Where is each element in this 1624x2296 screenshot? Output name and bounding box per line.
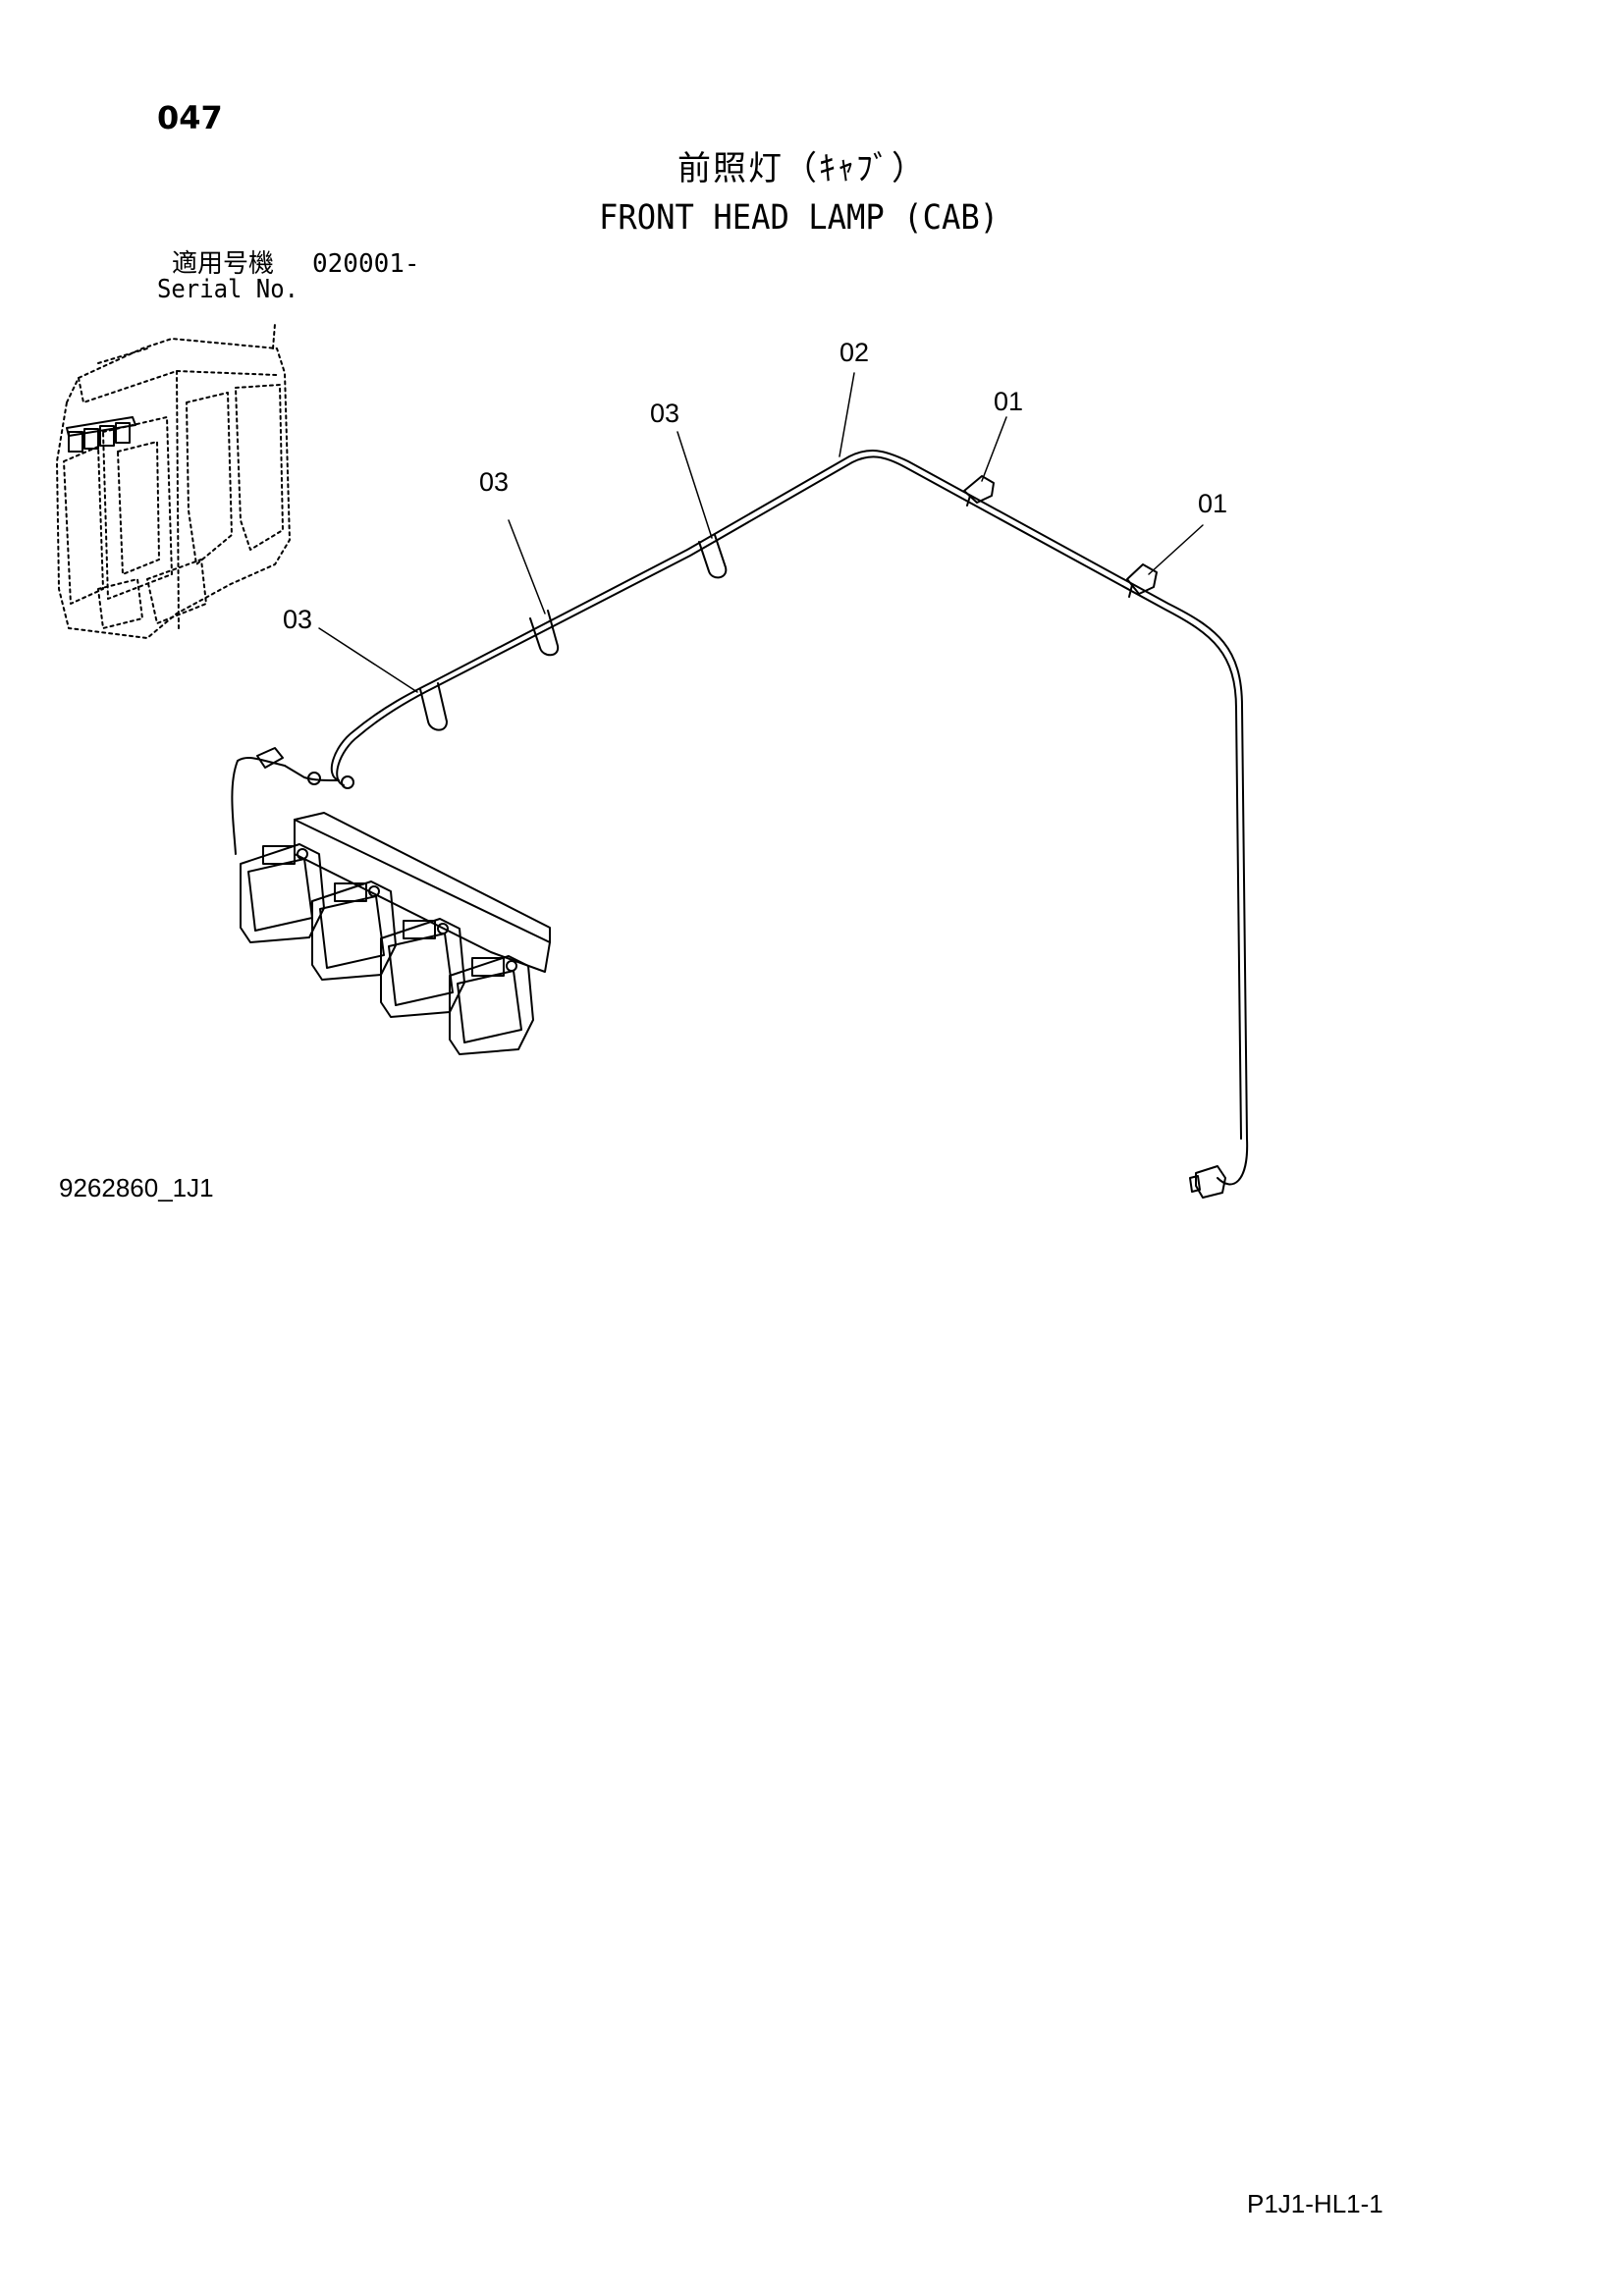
callout-02: 02: [839, 338, 869, 367]
wire-harness: [330, 450, 1249, 1186]
callout-03-a: 03: [650, 399, 679, 428]
title-japanese: 前照灯（ｷｬﾌﾞ）: [677, 149, 927, 188]
serial-label-japanese: 適用号機: [172, 249, 275, 279]
clamp-01-b: [1126, 563, 1158, 598]
leader-lines: [318, 372, 1204, 693]
serial-range: 020001-: [312, 249, 420, 279]
cab-overview-illustration: [56, 323, 291, 639]
callout-01-a: 01: [994, 387, 1023, 416]
clamp-01-a: [963, 475, 995, 507]
callout-03-b: 03: [479, 467, 509, 497]
lamp-4: [449, 955, 534, 1055]
lamp-bracket-plate: [294, 819, 551, 973]
drawing-code: 9262860_1J1: [59, 1173, 214, 1202]
serial-label-english: Serial No.: [157, 275, 299, 304]
lamp-2: [311, 881, 397, 981]
page-number: 047: [157, 99, 223, 136]
clip-03-b: [529, 610, 560, 657]
page-code: P1J1-HL1-1: [1247, 2189, 1383, 2218]
end-connector: [1189, 1165, 1226, 1199]
clip-03-c: [698, 534, 728, 579]
cab-lamp-cluster-mini: [66, 416, 136, 453]
callout-01-b: 01: [1198, 489, 1227, 518]
clip-03-a: [419, 682, 448, 731]
callout-03-c: 03: [283, 605, 312, 634]
wire-branch: [284, 765, 340, 781]
lamp-3: [380, 918, 465, 1018]
wire-harness-edge: [336, 455, 1242, 1140]
lamp-lead-wire: [231, 747, 354, 855]
title-english: FRONT HEAD LAMP (CAB): [599, 198, 1000, 238]
